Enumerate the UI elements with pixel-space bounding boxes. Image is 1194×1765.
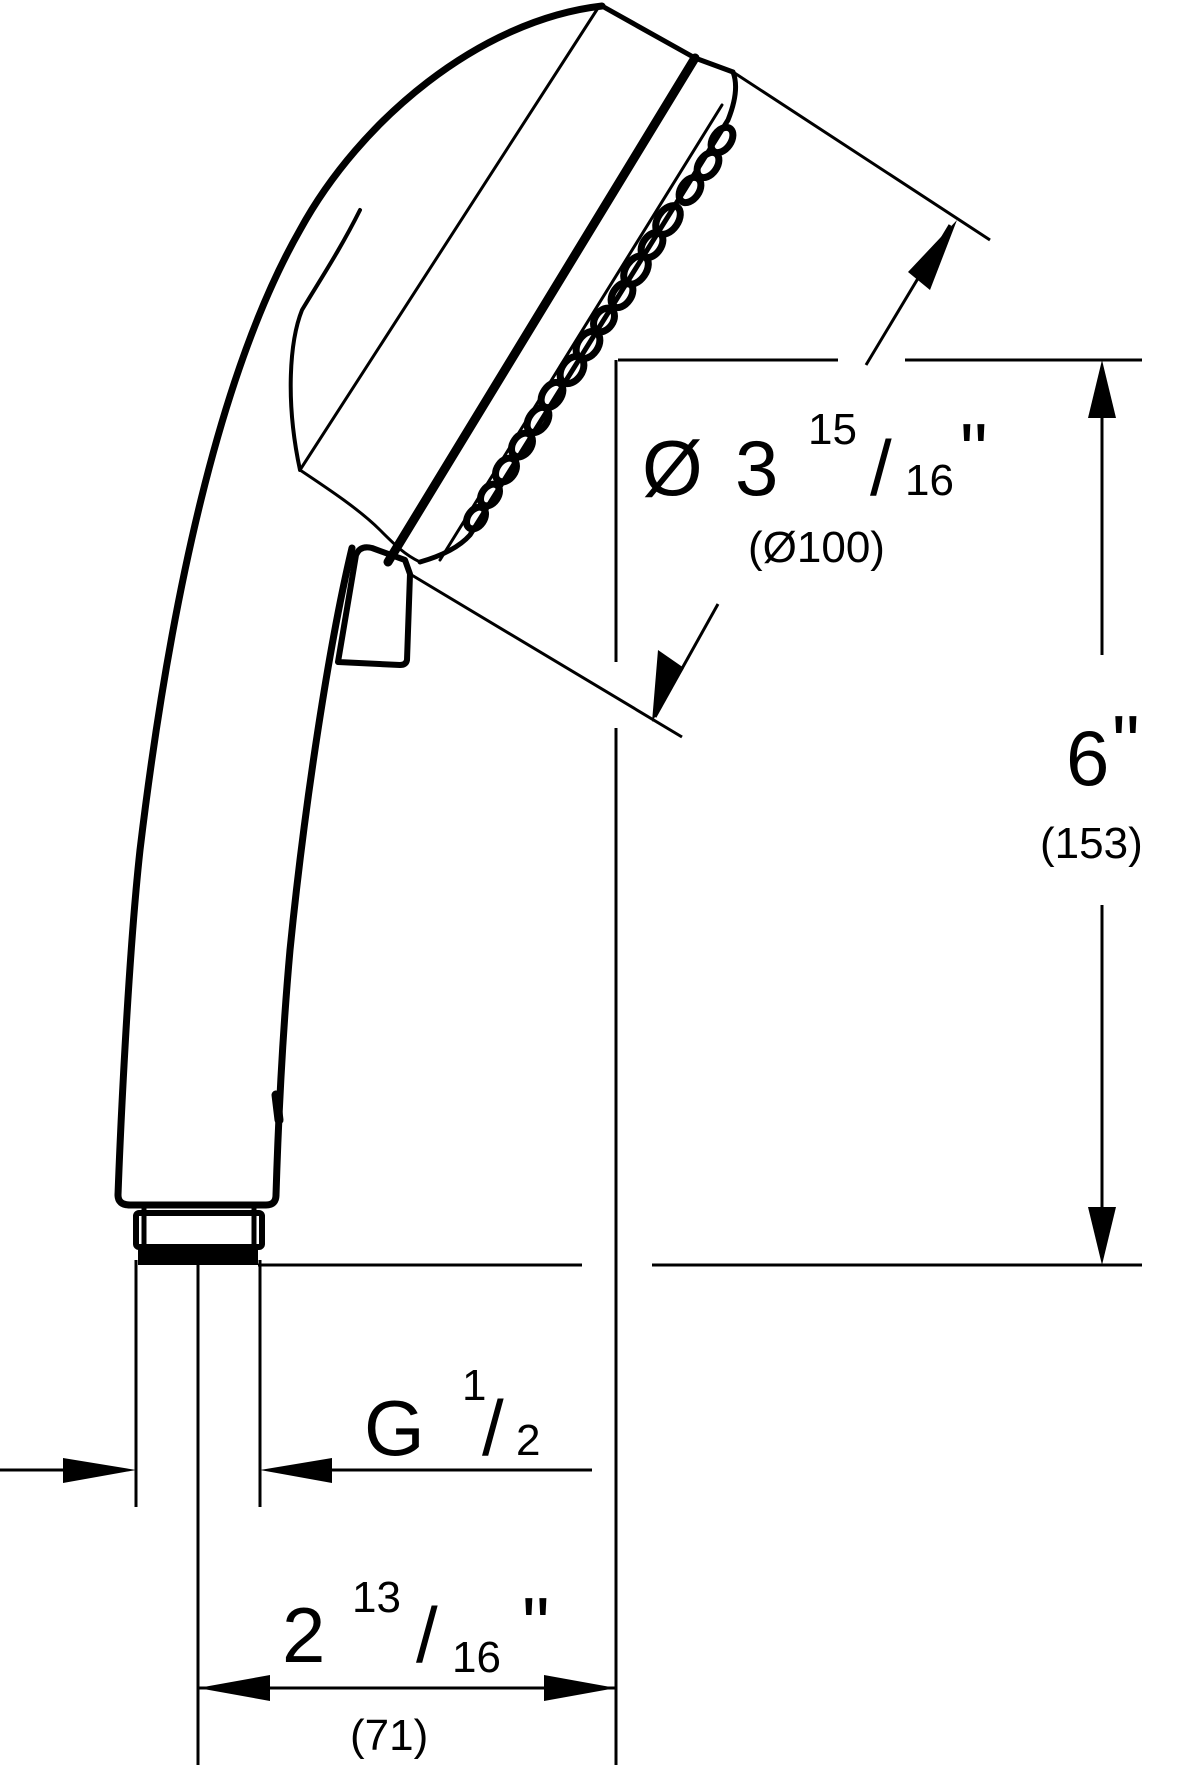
height-whole: 6 [1066, 714, 1109, 802]
arrowheads [63, 220, 1116, 1701]
arrow-offset-right [544, 1675, 616, 1701]
offset-denominator: 16 [452, 1633, 501, 1682]
height-metric: (153) [1040, 819, 1143, 868]
offset-slash: / [416, 1591, 438, 1679]
handle-bottom [114, 1191, 280, 1209]
thread-numerator: 1 [462, 1361, 486, 1410]
diameter-extension-top [732, 70, 991, 242]
offset-unit: " [522, 1581, 550, 1669]
diameter-numerator: 15 [808, 405, 857, 454]
head-back-lower [298, 468, 422, 564]
thread-prefix: G [364, 1384, 425, 1472]
dimension-lines [0, 70, 1142, 1765]
arrow-height-bottom [1088, 1207, 1116, 1265]
thread-denominator: 2 [516, 1416, 540, 1465]
height-label: 6 " (153) [1040, 699, 1143, 868]
arrow-thread-right [260, 1458, 332, 1483]
holder-clip [335, 544, 413, 668]
handle-back-edge [114, 2, 606, 1199]
head-back-surface [288, 208, 362, 472]
arrow-offset-left [198, 1675, 270, 1701]
shower-outline [114, 2, 739, 1209]
thread-label: G 1 / 2 [364, 1361, 540, 1472]
arrow-height-top [1088, 360, 1116, 418]
diameter-extension-bottom [409, 572, 683, 739]
offset-numerator: 13 [352, 1573, 401, 1622]
head-back-line [298, 6, 600, 472]
offset-whole: 2 [282, 1591, 325, 1679]
diameter-whole: 3 [735, 424, 778, 512]
thread-slash: / [482, 1384, 504, 1472]
diameter-symbol: Ø [642, 424, 703, 512]
arrow-diameter-top [908, 220, 957, 290]
diameter-unit: " [960, 407, 988, 495]
grip-notch [271, 1090, 284, 1125]
connector-ring [133, 1210, 265, 1250]
head-rim [383, 53, 700, 567]
arrow-diameter-bottom [652, 650, 684, 722]
head-diameter-label: Ø 3 15 / 16 " (Ø100) [642, 405, 988, 572]
thread-connector [133, 1208, 265, 1265]
arrow-thread-left [63, 1458, 136, 1483]
diameter-slash: / [870, 424, 892, 512]
height-unit: " [1112, 699, 1140, 787]
connector-base [138, 1247, 258, 1265]
head-top-edge [599, 3, 736, 75]
diameter-denominator: 16 [905, 456, 954, 505]
faceplate-outer [417, 69, 739, 565]
diameter-metric: (Ø100) [748, 523, 885, 572]
offset-label: 2 13 / 16 " (71) [282, 1573, 550, 1760]
spray-nozzles [462, 123, 737, 533]
offset-metric: (71) [350, 1711, 428, 1760]
